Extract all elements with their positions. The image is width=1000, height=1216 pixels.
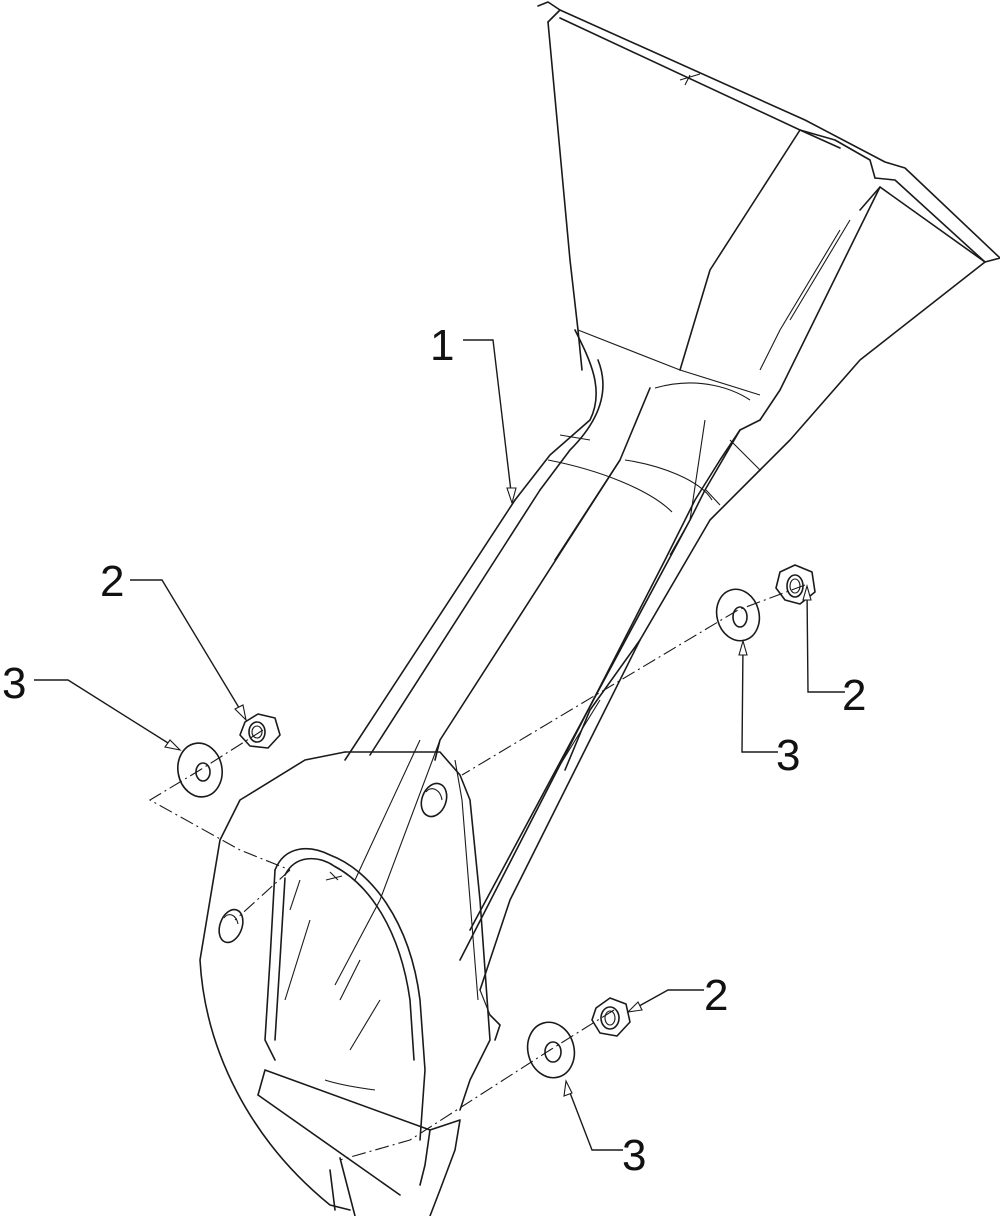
bracket-part-1 xyxy=(199,1,1000,1216)
callout-2-right: 2 xyxy=(842,671,866,720)
washer-right xyxy=(715,588,761,642)
hex-nut-bottom xyxy=(591,997,631,1037)
callout-1: 1 xyxy=(430,321,454,370)
callout-3-right: 3 xyxy=(776,731,800,780)
callout-3-left: 3 xyxy=(2,659,26,708)
callout-3-bottom: 3 xyxy=(622,1131,646,1180)
hex-nut-left xyxy=(239,713,281,749)
washer-left xyxy=(177,742,223,798)
leaders xyxy=(34,339,845,1151)
callout-2-left: 2 xyxy=(100,557,124,606)
washer-bottom xyxy=(526,1021,576,1079)
centerlines xyxy=(148,584,806,1161)
callout-2-bottom: 2 xyxy=(704,971,728,1020)
